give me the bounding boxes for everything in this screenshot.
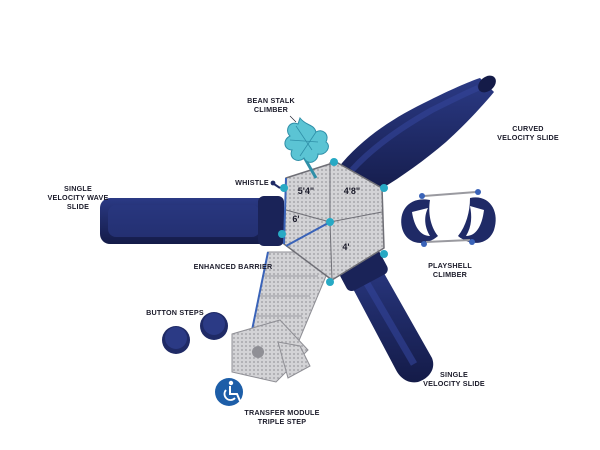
curved-slide [338, 75, 496, 200]
deck-height-left: 6' [292, 214, 299, 224]
label-enhanced-barrier: ENHANCED BARRIER [193, 262, 273, 271]
velocity-slide [338, 248, 434, 383]
transfer-module [231, 319, 311, 383]
deck-height-bottom-right: 4' [342, 242, 349, 252]
deck-height-top-left: 5'4" [298, 186, 314, 196]
hexagon-deck [283, 161, 385, 281]
wave-slide [100, 196, 284, 246]
post [280, 184, 288, 192]
post [330, 158, 338, 166]
button-steps [162, 312, 228, 354]
label-whistle: WHISTLE [235, 178, 269, 187]
post [326, 278, 334, 286]
post [278, 230, 286, 238]
bean-stalk-climber [284, 116, 329, 179]
playshell-climber [401, 189, 496, 247]
post [326, 218, 334, 226]
post [380, 184, 388, 192]
whistle-icon [270, 180, 281, 189]
deck-height-top-right: 4'8" [344, 186, 360, 196]
posts [278, 158, 388, 286]
label-button-steps: BUTTON STEPS [146, 308, 204, 317]
post [380, 250, 388, 258]
wheelchair-icon [215, 378, 243, 406]
